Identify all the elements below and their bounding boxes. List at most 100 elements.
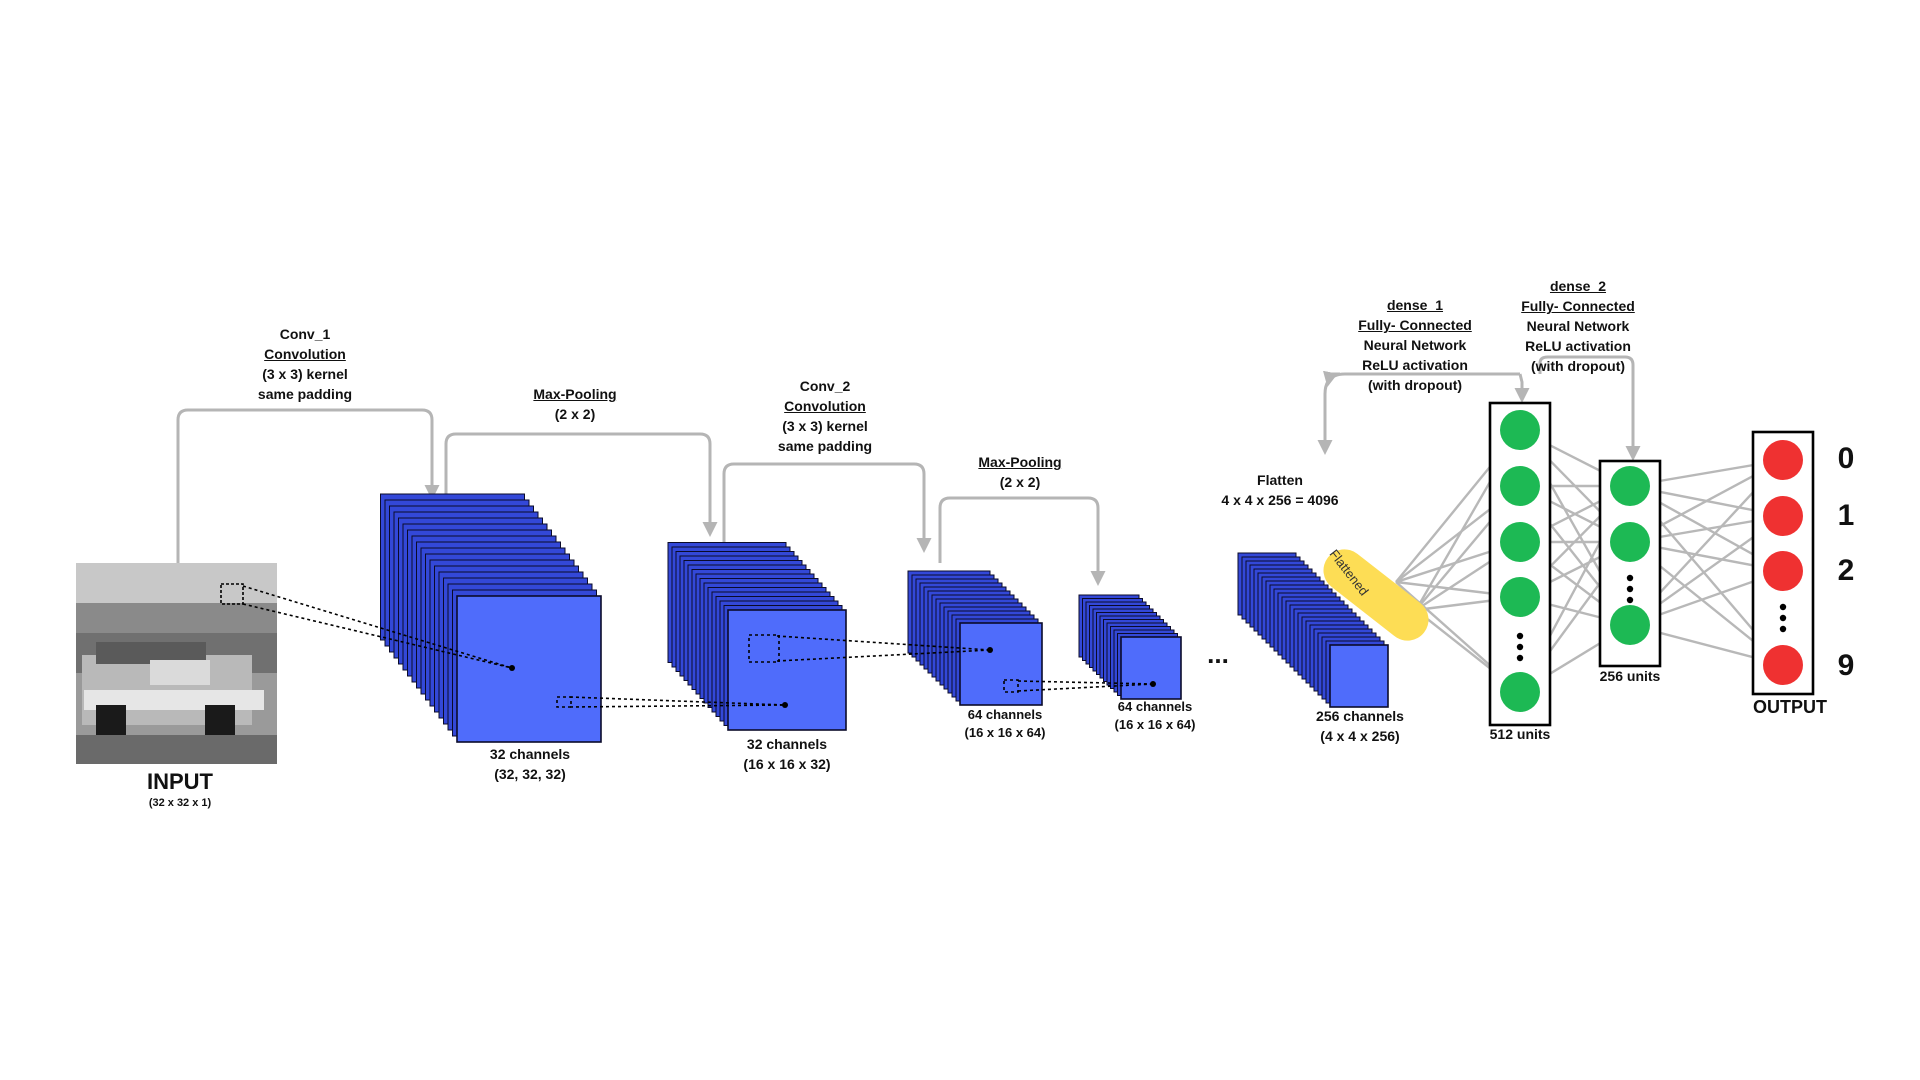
layer-ellipsis-dot: [1779, 625, 1787, 633]
input-title: INPUT: [147, 769, 213, 794]
conv2-type: Convolution: [784, 398, 866, 414]
neural-units: [1488, 401, 1815, 727]
receptive-field-point: [509, 665, 515, 671]
layer-ellipsis-dot: [1516, 632, 1524, 640]
pool1-channels: 32 channels: [746, 736, 828, 752]
layer-ellipsis-dot: [1516, 654, 1524, 662]
pool1-name: Max-Pooling: [533, 386, 617, 402]
receptive-field-line: [1017, 680, 1154, 685]
input-image-region: [76, 603, 277, 633]
receptive-field-box: [1003, 679, 1019, 693]
layer-ellipsis-dot: [1626, 574, 1634, 582]
input-image: [76, 563, 277, 764]
pool1-front-map: [727, 609, 847, 731]
conv1-name: Conv_1: [279, 326, 331, 342]
conv2-label-block: Conv_2 Convolution (3 x 3) kernel same p…: [750, 376, 900, 456]
output-unit: [1763, 440, 1803, 480]
dense2-dropout: (with dropout): [1530, 358, 1626, 374]
flatten-dims: (4 x 4 x 256): [1320, 728, 1400, 744]
conv2-channels: 64 channels: [967, 707, 1043, 722]
pool2-front-map: [1120, 636, 1182, 700]
dense2-label-block: dense_2 Fully- Connected Neural Network …: [1503, 276, 1653, 376]
output-class-1: 1: [1837, 499, 1855, 532]
flatten-label-block: Flatten 4 x 4 x 256 = 4096: [1205, 470, 1355, 510]
dense1-box: [1488, 401, 1552, 727]
layer-ellipsis-dot: [1626, 585, 1634, 593]
flatten-formula: 4 x 4 x 256 = 4096: [1221, 492, 1339, 508]
receptive-field-lines: [242, 585, 1156, 708]
dense2-activation: ReLU activation: [1525, 338, 1631, 354]
conv1-channels: 32 channels: [489, 746, 571, 762]
layer-ellipsis-dot: [1516, 643, 1524, 651]
conv2-front-map: [959, 622, 1043, 706]
conv1-type: Convolution: [264, 346, 346, 362]
receptive-field-point: [987, 647, 993, 653]
receptive-field-box: [748, 634, 780, 663]
flatten-pill: [1323, 549, 1429, 641]
layer-ellipsis-dot: [1626, 596, 1634, 604]
dense-connections: [1395, 428, 1784, 694]
flatten-front-map: [1329, 644, 1389, 708]
pool1-label-block: Max-Pooling (2 x 2): [500, 384, 650, 424]
flow-arrow: [722, 462, 932, 553]
dense2-name: dense_2: [1549, 278, 1607, 294]
flow-arrows: [176, 355, 1641, 586]
receptive-field-line: [242, 603, 513, 669]
dense1-dropout: (with dropout): [1367, 377, 1463, 393]
dense2-units: 256 units: [1599, 668, 1661, 684]
layer-ellipsis: ...: [1207, 639, 1229, 669]
output-unit: [1763, 551, 1803, 591]
conv1-label-block: Conv_1 Convolution (3 x 3) kernel same p…: [230, 324, 380, 404]
dense1-units: 512 units: [1489, 726, 1551, 742]
output-class-2: 2: [1837, 554, 1855, 587]
receptive-field-line: [242, 585, 513, 669]
conv1-padding: same padding: [257, 386, 353, 402]
input-dims: (32 x 32 x 1): [148, 797, 212, 809]
feature-maps: [380, 493, 1429, 743]
receptive-field-point: [782, 702, 788, 708]
dense2-unit: [1610, 605, 1650, 645]
conv2-name: Conv_2: [799, 378, 851, 394]
flow-arrow: [938, 496, 1106, 586]
flatten-channels: 256 channels: [1316, 708, 1404, 724]
dense1-network: Neural Network: [1363, 337, 1467, 353]
flow-arrow: [1538, 355, 1641, 461]
dense1-activation: ReLU activation: [1362, 357, 1468, 373]
dense2-type: Fully- Connected: [1521, 298, 1635, 314]
pool2-name: Max-Pooling: [978, 454, 1062, 470]
dense1-unit: [1500, 410, 1540, 450]
dense1-unit: [1500, 577, 1540, 617]
dense1-type: Fully- Connected: [1358, 317, 1472, 333]
flow-arrow: [1514, 373, 1530, 403]
input-image-region: [76, 563, 277, 603]
layer-ellipsis-dot: [1779, 614, 1787, 622]
pool2-dims: (16 x 16 x 64): [1114, 717, 1196, 732]
dense2-network: Neural Network: [1526, 318, 1630, 334]
dense1-unit: [1500, 672, 1540, 712]
flow-arrow: [444, 432, 718, 537]
receptive-field-line: [1017, 683, 1154, 692]
flow-arrow: [1317, 372, 1520, 455]
flatten-name: Flatten: [1257, 472, 1303, 488]
conv1-dims: (32, 32, 32): [494, 766, 566, 782]
conv1-front-map: [456, 595, 602, 743]
pool2-label-block: Max-Pooling (2 x 2): [945, 452, 1095, 492]
output-class-9: 9: [1837, 649, 1855, 682]
dense1-label-block: dense_1 Fully- Connected Neural Network …: [1340, 295, 1490, 395]
input-image-region: [96, 705, 126, 735]
output-title: OUTPUT: [1753, 697, 1827, 717]
pool2-channels: 64 channels: [1117, 699, 1193, 714]
output-unit: [1763, 496, 1803, 536]
dense1-unit: [1500, 522, 1540, 562]
input-image-region: [150, 660, 210, 685]
output-unit: [1763, 645, 1803, 685]
input-image-region: [76, 735, 277, 764]
dense2-unit: [1610, 522, 1650, 562]
conv1-kernel: (3 x 3) kernel: [262, 366, 348, 382]
dense2-unit: [1610, 466, 1650, 506]
input-image-region: [96, 642, 206, 664]
input-kernel-box: [220, 583, 244, 605]
receptive-field-point: [1150, 681, 1156, 687]
